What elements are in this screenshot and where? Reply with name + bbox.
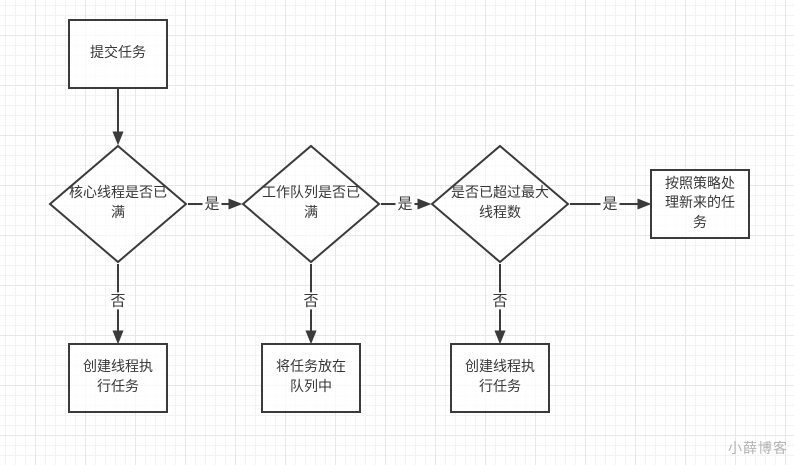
edge-label-yes-1: 是 [202,194,222,213]
watermark-text: 小薛博客 [728,441,788,457]
node-label: 按照策略处理新来的任务 [665,175,735,231]
node-label: 是否已超过最大线程数 [451,185,549,221]
node-label: 提交任务 [90,45,146,62]
node-submit-task: 提交任务 [68,19,168,89]
node-put-task-in-queue: 将任务放在队列中 [261,343,361,413]
edge-label-no-2: 否 [301,291,321,310]
edge-label-no-3: 否 [490,291,510,310]
node-label: 工作队列是否已满 [262,185,360,221]
node-label: 创建线程执行任务 [465,359,535,395]
decision-core-thread-full: 核心线程是否已满 [48,144,188,264]
edge-label-no-1: 否 [108,291,128,310]
diamond-shape [48,144,188,264]
diamond-shape [241,144,381,264]
diamond-shape [430,144,570,264]
node-create-thread-execute-1: 创建线程执行任务 [68,343,168,413]
edge-label-yes-2: 是 [395,194,415,213]
node-label: 将任务放在队列中 [276,359,346,395]
node-handle-by-policy: 按照策略处理新来的任务 [650,169,750,239]
node-create-thread-execute-2: 创建线程执行任务 [450,343,550,413]
decision-exceed-max-threads: 是否已超过最大线程数 [430,144,570,264]
node-label: 创建线程执行任务 [83,359,153,395]
edge-label-yes-3: 是 [600,194,620,213]
node-label: 核心线程是否已满 [69,185,167,221]
decision-work-queue-full: 工作队列是否已满 [241,144,381,264]
